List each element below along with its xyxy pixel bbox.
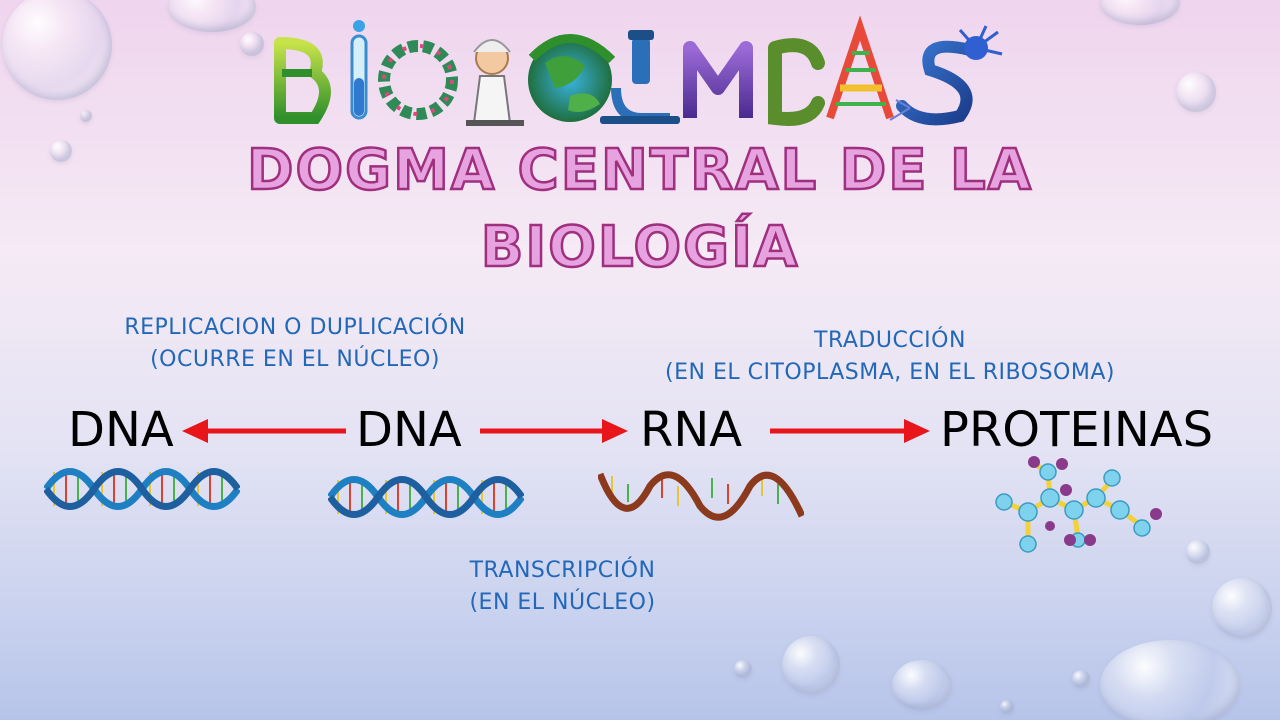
arrow-replication [182,419,346,443]
protein-molecule-icon [995,456,1162,553]
translation-caption-line2: (EN EL CITOPLASMA, EN EL RIBOSOMA) [665,359,1115,385]
bubble-decor [168,0,256,32]
bubble-decor [1186,540,1210,564]
bubble-decor [80,110,92,122]
bubble-decor [240,32,264,56]
bubble-decor [782,636,840,694]
page-title-line2: BIOLOGÍA [479,215,800,280]
dna-helix-icon [328,476,524,518]
bioquimicas-logo [274,15,1003,126]
bubble-decor [892,660,952,710]
replication-caption-line2: (OCURRE EN EL NÚCLEO) [150,346,440,372]
arrow-transcription [480,419,628,443]
translation-caption: TRADUCCIÓN (EN EL CITOPLASMA, EN EL RIBO… [610,325,1170,389]
page-title-line1: DOGMA CENTRAL DE LA [246,138,1033,203]
transcription-caption: TRANSCRIPCIÓN (EN EL NÚCLEO) [430,555,695,619]
bubble-decor [1100,0,1180,25]
bubble-decor [50,140,72,162]
bubble-decor [1212,578,1272,638]
node-dna-left: DNA [68,402,174,458]
bubble-decor [1176,72,1216,112]
node-rna: RNA [640,402,743,458]
transcription-caption-line1: TRANSCRIPCIÓN [469,558,656,583]
node-dna-center: DNA [356,402,462,458]
node-proteins: PROTEINAS [940,402,1214,458]
replication-caption-line1: REPLICACION O DUPLICACIÓN [124,315,466,340]
translation-caption-line1: TRADUCCIÓN [814,328,966,353]
rna-strand-icon [598,471,804,521]
arrow-translation [770,419,930,443]
bubble-decor [1072,670,1090,688]
bubble-decor [1100,640,1240,720]
bubble-decor [1000,700,1014,714]
replication-caption: REPLICACION O DUPLICACIÓN (OCURRE EN EL … [80,312,510,376]
transcription-caption-line2: (EN EL NÚCLEO) [469,589,656,615]
dna-helix-icon [44,468,240,510]
bubble-decor [734,660,752,678]
bubble-decor [2,0,112,100]
